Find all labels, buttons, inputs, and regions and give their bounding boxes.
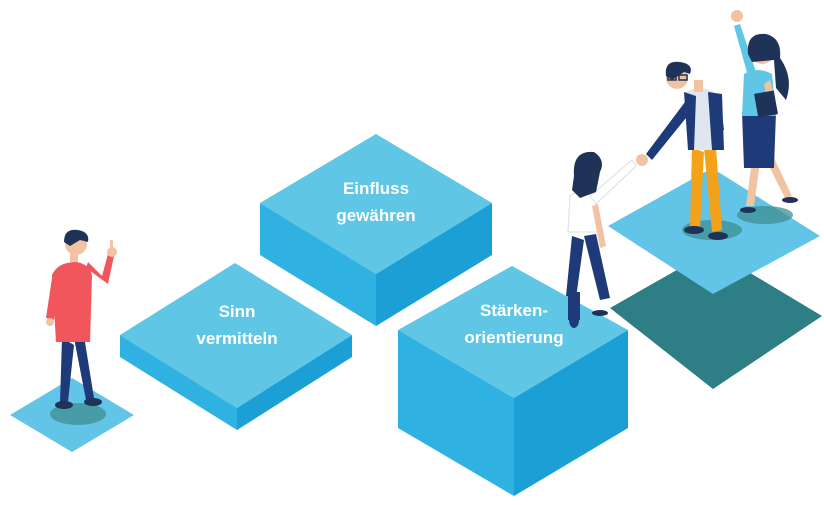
block-label-staerken-line2: orientierung	[464, 328, 563, 347]
start-tile	[10, 378, 134, 452]
person-pointing-icon	[46, 229, 117, 409]
block-label-staerken-line1: Stärken-	[480, 301, 548, 320]
block-label-sinn-line2: vermitteln	[196, 329, 277, 348]
block-label-einfluss-line1: Einfluss	[343, 179, 409, 198]
person-climbing-icon	[566, 151, 637, 328]
block-label-einfluss-line2: gewähren	[336, 206, 415, 225]
block-sinn-vermitteln: Sinn vermitteln	[120, 263, 352, 430]
person-helping-icon	[636, 61, 728, 240]
block-label-sinn-line1: Sinn	[219, 302, 256, 321]
person-cheering-icon	[731, 10, 798, 213]
platform-shadow	[610, 250, 822, 389]
block-staerkenorientierung: Stärken- orientierung	[398, 266, 628, 496]
block-einfluss-gewaehren: Einfluss gewähren	[260, 134, 492, 326]
